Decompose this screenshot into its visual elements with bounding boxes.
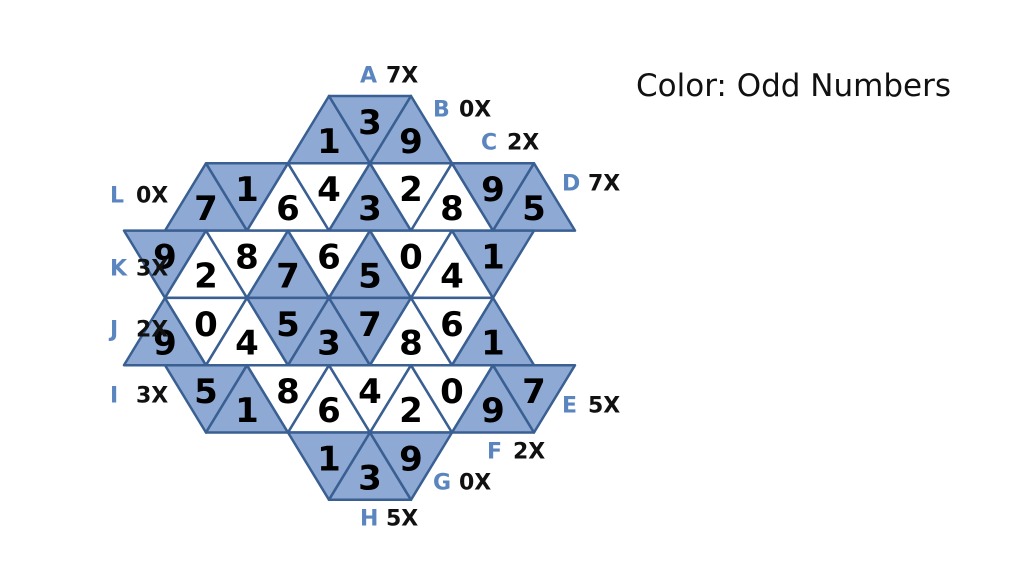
clue-letter-d: D bbox=[562, 172, 580, 197]
clue-count-e: 5X bbox=[588, 394, 620, 419]
triangle-number: 4 bbox=[440, 256, 464, 296]
triangle-number: 2 bbox=[399, 391, 423, 431]
triangle-number: 9 bbox=[153, 324, 177, 364]
triangle-number: 2 bbox=[194, 256, 218, 296]
clue-letter-c: C bbox=[481, 131, 497, 156]
triangle-number: 8 bbox=[399, 324, 423, 364]
clue-count-c: 2X bbox=[507, 131, 539, 156]
triangle-number: 1 bbox=[317, 122, 341, 162]
triangle-number: 0 bbox=[399, 238, 423, 278]
clue-letter-l: L bbox=[110, 184, 124, 209]
clue-letter-a: A bbox=[360, 64, 377, 89]
clue-count-f: 2X bbox=[513, 440, 545, 465]
triangle-number: 5 bbox=[358, 256, 382, 296]
triangle-number: 9 bbox=[399, 439, 423, 479]
clue-count-i: 3X bbox=[136, 384, 168, 409]
triangle-number: 9 bbox=[481, 391, 505, 431]
clue-count-a: 7X bbox=[386, 64, 418, 89]
triangle-number: 7 bbox=[358, 305, 382, 345]
triangle-number: 1 bbox=[235, 170, 259, 210]
triangle-number: 3 bbox=[358, 103, 382, 143]
triangle-number: 6 bbox=[276, 189, 300, 229]
triangle-number: 8 bbox=[235, 238, 259, 278]
triangle-number: 3 bbox=[358, 458, 382, 498]
clue-letter-f: F bbox=[487, 440, 502, 465]
triangle-number: 1 bbox=[317, 439, 341, 479]
triangle-number: 7 bbox=[194, 189, 218, 229]
triangle-number: 4 bbox=[235, 324, 259, 364]
triangle-number: 7 bbox=[276, 256, 300, 296]
triangle-number: 6 bbox=[440, 305, 464, 345]
triangle-number: 6 bbox=[317, 391, 341, 431]
clue-letter-g: G bbox=[433, 471, 451, 496]
triangle-number: 9 bbox=[399, 122, 423, 162]
triangle-number: 1 bbox=[235, 391, 259, 431]
triangle-number: 0 bbox=[440, 372, 464, 412]
clue-letter-k: K bbox=[110, 257, 128, 282]
clue-letter-b: B bbox=[433, 98, 450, 123]
triangle-number: 2 bbox=[399, 170, 423, 210]
clue-letter-e: E bbox=[562, 394, 577, 419]
triangle-number: 3 bbox=[358, 189, 382, 229]
color-rule-text: Color: Odd Numbers bbox=[636, 68, 951, 104]
clue-letter-i: I bbox=[110, 384, 118, 409]
triangle-number: 0 bbox=[194, 305, 218, 345]
clue-letter-h: H bbox=[360, 507, 378, 532]
triangle-number: 4 bbox=[358, 372, 382, 412]
clue-count-h: 5X bbox=[386, 507, 418, 532]
triangle-number: 1 bbox=[481, 238, 505, 278]
clue-count-d: 7X bbox=[588, 172, 620, 197]
clue-count-g: 0X bbox=[459, 471, 491, 496]
triangle-number: 5 bbox=[276, 305, 300, 345]
triangle-number: 4 bbox=[317, 170, 341, 210]
clue-count-k: 3X bbox=[136, 257, 168, 282]
triangle-number: 8 bbox=[440, 189, 464, 229]
clue-count-j: 2X bbox=[136, 318, 168, 343]
triangle-number: 3 bbox=[317, 324, 341, 364]
clue-count-l: 0X bbox=[136, 184, 168, 209]
triangle-number: 1 bbox=[481, 324, 505, 364]
triangle-number: 9 bbox=[481, 170, 505, 210]
triangle-number: 6 bbox=[317, 238, 341, 278]
triangle-number: 5 bbox=[194, 372, 218, 412]
triangle-cell[interactable] bbox=[450, 229, 536, 300]
triangle-cell[interactable] bbox=[491, 363, 577, 434]
triangle-number: 9 bbox=[153, 238, 177, 278]
triangle-number: 5 bbox=[522, 189, 546, 229]
triangle-cell[interactable] bbox=[368, 431, 454, 502]
clue-count-b: 0X bbox=[459, 98, 491, 123]
clue-letter-j: J bbox=[108, 318, 118, 343]
triangle-number: 8 bbox=[276, 372, 300, 412]
triangle-number: 7 bbox=[522, 372, 546, 412]
